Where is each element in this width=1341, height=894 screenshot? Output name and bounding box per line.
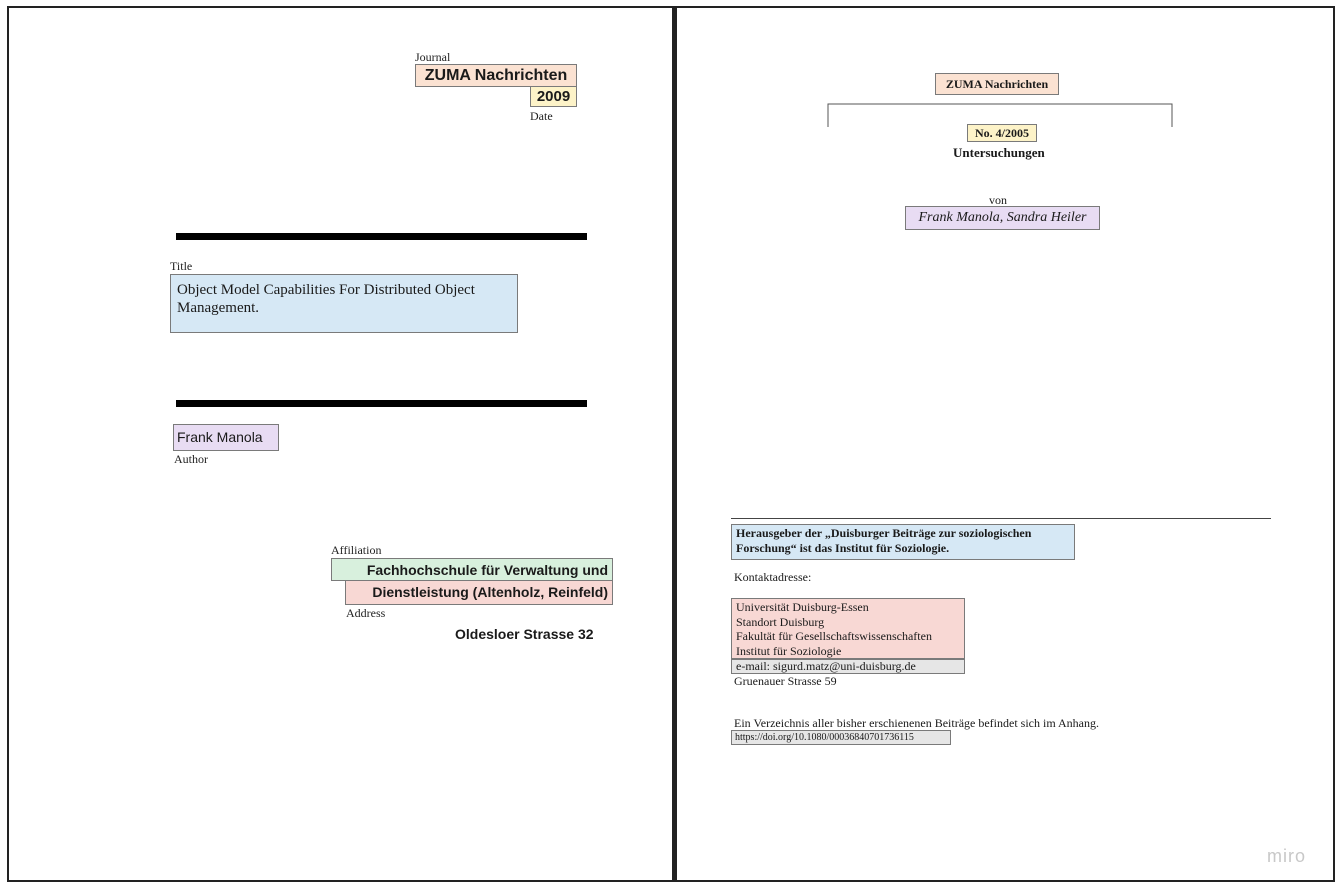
right-street: Gruenauer Strasse 59 [734, 674, 837, 688]
right-page: ZUMA Nachrichten No. 4/2005 Untersuchung… [674, 6, 1335, 882]
title-label: Title [170, 259, 193, 273]
address-line-3: Fakultät für Gesellschaftswissenschaften [736, 629, 932, 643]
date-label: Date [530, 109, 553, 123]
address-line-1: Universität Duisburg-Essen [736, 600, 869, 614]
doi-link[interactable]: https://doi.org/10.1080/0003684070173611… [735, 732, 914, 743]
affiliation-text: Fachhochschule für Verwaltung und [366, 562, 608, 578]
publications-note: Ein Verzeichnis aller bisher erschienene… [734, 716, 1099, 730]
publisher-line-1: Herausgeber der „Duisburger Beiträge zur… [736, 526, 1032, 540]
address-box: Dienstleistung (Altenholz, Reinfeld) [345, 580, 613, 605]
right-journal-box: ZUMA Nachrichten [935, 73, 1059, 95]
section-heading: Untersuchungen [953, 145, 1045, 160]
doi-box: https://doi.org/10.1080/0003684070173611… [731, 730, 951, 745]
year: 2009 [536, 88, 571, 105]
affiliation-label: Affiliation [331, 543, 382, 557]
by-label: von [989, 193, 1007, 207]
publisher-line-2: Forschung“ ist das Institut für Soziolog… [736, 541, 950, 555]
footer-rule [731, 518, 1271, 519]
street-address: Oldesloer Strasse 32 [455, 626, 594, 642]
year-box: 2009 [530, 86, 577, 107]
address-line-4: Institut für Soziologie [736, 643, 842, 658]
right-journal-name: ZUMA Nachrichten [945, 77, 1049, 91]
issue-number: No. 4/2005 [975, 126, 1029, 140]
authors: Frank Manola, Sandra Heiler [918, 210, 1087, 225]
paper-title: Object Model Capabilities For Distribute… [177, 282, 475, 316]
authors-box: Frank Manola, Sandra Heiler [905, 206, 1100, 230]
contact-label: Kontaktadresse: [734, 570, 812, 584]
left-page: Journal ZUMA Nachrichten 2009 Date Title… [7, 6, 674, 882]
author-label: Author [174, 452, 208, 466]
author-box: Frank Manola [173, 424, 279, 451]
address-label: Address [346, 606, 386, 620]
title-box: Object Model Capabilities For Distribute… [170, 274, 518, 333]
contact-address-box: Universität Duisburg-Essen Standort Duis… [731, 598, 965, 659]
email: e-mail: sigurd.matz@uni-duisburg.de [736, 659, 916, 673]
journal-label: Journal [415, 50, 451, 64]
affiliation-box: Fachhochschule für Verwaltung und [331, 558, 613, 581]
journal-name: ZUMA Nachrichten [424, 67, 568, 84]
journal-name-box: ZUMA Nachrichten [415, 64, 577, 87]
publisher-box: Herausgeber der „Duisburger Beiträge zur… [731, 524, 1075, 560]
middle-rule [176, 400, 587, 407]
top-rule [176, 233, 587, 240]
email-box: e-mail: sigurd.matz@uni-duisburg.de [731, 659, 965, 674]
address-text: Dienstleistung (Altenholz, Reinfeld) [372, 584, 608, 600]
issue-box: No. 4/2005 [967, 124, 1037, 142]
miro-watermark: miro [1267, 846, 1306, 866]
bracket-connector [827, 103, 1173, 127]
address-line-2: Standort Duisburg [736, 614, 825, 629]
author-name: Frank Manola [177, 429, 263, 445]
